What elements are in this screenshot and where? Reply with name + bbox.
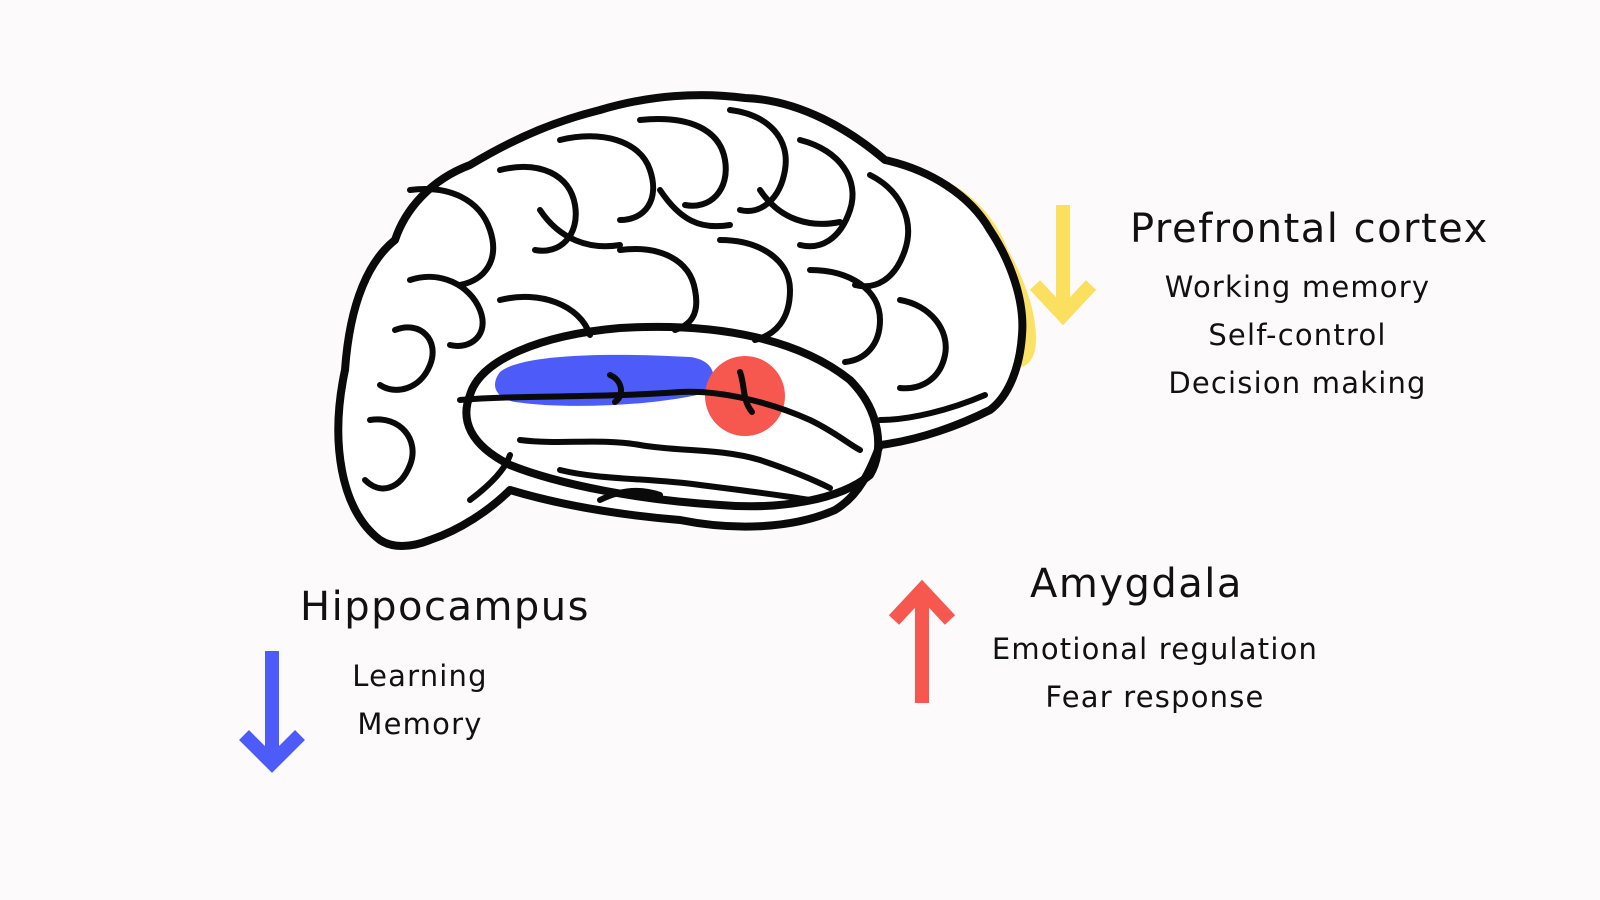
brain-folds bbox=[362, 107, 988, 503]
amygdala-title: Amygdala bbox=[1030, 561, 1243, 607]
amygdala-functions: Emotional regulation Fear response bbox=[990, 625, 1320, 721]
prefrontal-cortex-block: Prefrontal cortex Working memory Self-co… bbox=[1130, 205, 1489, 407]
prefrontal-cortex-functions: Working memory Self-control Decision mak… bbox=[1135, 263, 1460, 407]
function-item: Self-control bbox=[1208, 318, 1387, 352]
brain-outline bbox=[334, 91, 1027, 550]
hippocampus-title-wrap: Hippocampus bbox=[300, 583, 590, 631]
function-item: Learning bbox=[352, 659, 488, 693]
hippocampus-title: Hippocampus bbox=[300, 584, 590, 630]
function-item: Emotional regulation bbox=[991, 632, 1319, 666]
function-item: Decision making bbox=[1168, 366, 1427, 400]
arrow-down-icon bbox=[239, 651, 305, 773]
prefrontal-cortex-title: Prefrontal cortex bbox=[1130, 206, 1489, 252]
arrow-up-icon bbox=[888, 579, 956, 703]
hippocampus-functions: Learning Memory bbox=[340, 652, 500, 748]
function-item: Fear response bbox=[1045, 680, 1265, 714]
function-item: Working memory bbox=[1164, 270, 1431, 304]
amygdala-title-wrap: Amygdala bbox=[1030, 560, 1243, 608]
function-item: Memory bbox=[357, 707, 483, 741]
arrow-down-icon bbox=[1029, 205, 1097, 326]
temporal-lobe-outline bbox=[462, 322, 883, 511]
